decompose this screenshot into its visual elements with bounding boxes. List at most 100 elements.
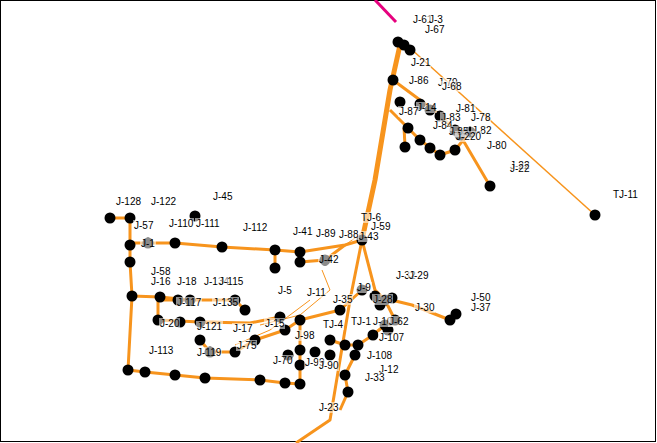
junction-label: J-68	[441, 81, 462, 92]
junction-label: J-89	[315, 228, 336, 239]
junction-dot	[388, 75, 399, 86]
junction-dot	[415, 135, 426, 146]
junction-label: J-35	[332, 294, 353, 305]
junction-label: J-113	[148, 345, 174, 356]
junction-dot	[405, 45, 416, 56]
junction-label: TJ-11	[612, 189, 639, 200]
junction-dot	[280, 378, 291, 389]
junction-label: J-80	[486, 140, 507, 151]
junction-dot	[123, 365, 134, 376]
junction-dot	[295, 247, 306, 258]
junction-label: TJ-4	[322, 319, 344, 330]
junction-label: J-45	[212, 191, 233, 202]
junction-dot	[403, 123, 414, 134]
junction-dot	[590, 210, 601, 221]
junction-label: J-115	[218, 276, 244, 287]
junction-dot	[217, 242, 228, 253]
junction-dot	[340, 340, 351, 351]
pipe	[130, 240, 362, 252]
junction-label: J-78	[470, 112, 491, 123]
junction-dot	[170, 370, 181, 381]
junction-label: J-42	[318, 254, 339, 265]
junction-label: J-75	[236, 340, 257, 351]
junction-dot	[325, 350, 336, 361]
pipe	[362, 45, 400, 240]
junction-label: J-220	[455, 131, 482, 142]
pipe	[260, 270, 330, 325]
pipe	[340, 355, 355, 410]
junction-label: J-15	[264, 318, 285, 329]
junction-label: J-30	[414, 302, 435, 313]
junction-label: J-5	[277, 285, 293, 296]
junction-label: J-9	[356, 282, 372, 293]
junction-dot	[368, 330, 379, 341]
junction-label: J-128	[115, 196, 142, 207]
junction-label: J-121	[196, 321, 223, 332]
junction-dot	[325, 335, 336, 346]
junction-dot	[255, 375, 266, 386]
junction-label: J-11	[306, 287, 327, 298]
junction-label: J-43	[358, 231, 379, 242]
junction-dot	[435, 150, 446, 161]
junction-label: J-122	[150, 196, 177, 207]
junction-label: J-119	[196, 347, 222, 358]
junction-label: J-18	[176, 276, 197, 287]
junction-label: J-33	[364, 372, 385, 383]
pipe	[296, 240, 362, 443]
pipe	[128, 370, 300, 384]
junction-label: J-111	[195, 218, 221, 229]
junction-label: J-70	[272, 355, 293, 366]
junction-label: J-67	[424, 24, 445, 35]
junction-dot	[295, 257, 306, 268]
junction-dot	[270, 263, 281, 274]
junction-label: J-86	[408, 75, 429, 86]
junction-label: J-37	[470, 302, 491, 313]
junction-dot	[200, 373, 211, 384]
junction-label: J-62	[388, 316, 409, 327]
junction-label: J-110	[168, 218, 194, 229]
junction-label: J-28	[372, 294, 393, 305]
junction-dot	[485, 181, 496, 192]
junction-dot	[195, 335, 206, 346]
junction-label: J-41	[292, 226, 313, 237]
junction-label: J-108	[366, 350, 393, 361]
junction-label: J-90	[318, 360, 339, 371]
junction-label: J-22	[509, 163, 530, 174]
junction-dot	[240, 305, 251, 316]
junction-label: TJ-1	[350, 316, 372, 327]
junction-label: J-117	[176, 297, 202, 308]
junction-label: J-23	[318, 402, 339, 413]
junction-dot	[451, 309, 462, 320]
pink-pipe	[375, 0, 396, 22]
pipe	[393, 80, 490, 186]
junction-dot	[295, 379, 306, 390]
junction-dot	[105, 213, 116, 224]
junction-dot	[340, 370, 351, 381]
junction-label: J-98	[294, 330, 315, 341]
junctions	[105, 37, 601, 398]
junction-dot	[295, 345, 306, 356]
junction-dot	[350, 350, 361, 361]
junction-label: J-21	[410, 57, 431, 68]
junction-dot	[450, 145, 461, 156]
junction-dot	[343, 387, 354, 398]
junction-label: J-87	[398, 106, 419, 117]
junction-dot	[310, 347, 321, 358]
junction-dot	[353, 340, 364, 351]
junction-dot	[127, 291, 138, 302]
junction-label: J-88	[338, 229, 359, 240]
junction-label: J-135	[212, 297, 239, 308]
junction-label: J-107	[378, 332, 405, 343]
junction-label: J-112	[242, 222, 268, 233]
pipes	[110, 42, 595, 443]
junction-dot	[425, 143, 436, 154]
junction-label: J-29	[408, 270, 429, 281]
junction-dot	[155, 292, 166, 303]
junction-dot	[125, 240, 136, 251]
junction-label: J-20	[159, 318, 180, 329]
junction-dot	[295, 315, 306, 326]
junction-dot	[125, 257, 136, 268]
